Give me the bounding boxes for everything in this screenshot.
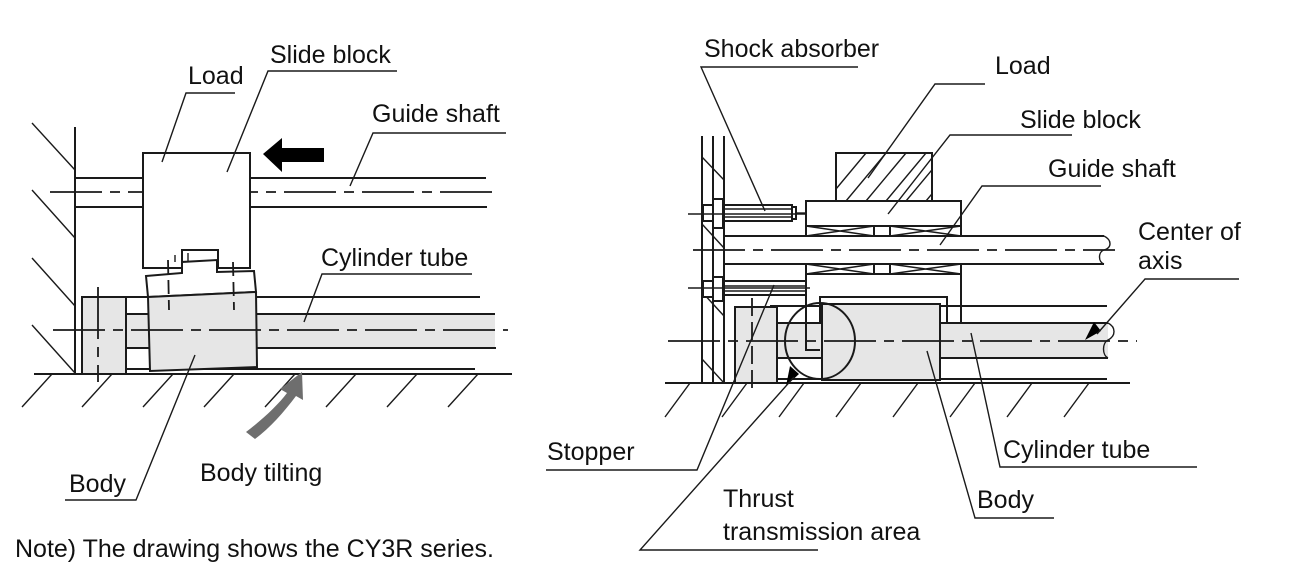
label-load-right: Load	[995, 52, 1051, 80]
note-text: Note) The drawing shows the CY3R series.	[15, 535, 494, 563]
label-center-of-axis-1: Center of	[1138, 218, 1241, 246]
label-center-of-axis-2: axis	[1138, 247, 1182, 275]
stopper-bolt	[688, 276, 810, 302]
label-cylinder-tube: Cylinder tube	[321, 244, 468, 272]
label-stopper: Stopper	[547, 438, 635, 466]
right-figure: Shock absorber Load Slide block Guide sh…	[546, 35, 1241, 551]
label-body: Body	[69, 470, 126, 498]
tilt-arrow-icon	[246, 372, 303, 439]
left-wall	[31, 122, 76, 374]
motion-arrow-icon	[263, 138, 324, 172]
label-body-tilting: Body tilting	[200, 459, 322, 487]
shock-absorber	[688, 198, 806, 229]
left-ground	[21, 373, 512, 408]
label-shock-absorber: Shock absorber	[704, 35, 879, 63]
right-leaders	[546, 66, 1239, 551]
label-thrust-2: transmission area	[723, 518, 920, 546]
label-cylinder-tube-right: Cylinder tube	[1003, 436, 1150, 464]
right-end-cover	[734, 306, 778, 384]
left-figure: Load Slide block Guide shaft Cylinder tu…	[21, 41, 512, 501]
right-bearings	[805, 225, 962, 275]
right-slide-block	[805, 200, 962, 227]
label-thrust-1: Thrust	[723, 485, 794, 513]
right-guide-shaft	[693, 235, 1115, 265]
center-of-axis-arrow-icon	[1085, 322, 1101, 340]
right-load	[835, 152, 933, 202]
label-slide-block: Slide block	[270, 41, 391, 69]
label-guide-shaft: Guide shaft	[372, 100, 500, 128]
left-leaders	[65, 70, 506, 501]
left-end-cover	[81, 296, 127, 375]
label-body-right: Body	[977, 486, 1034, 514]
left-slide-block	[142, 152, 251, 269]
left-tilted-body	[144, 258, 259, 373]
right-body	[821, 303, 941, 381]
label-guide-shaft-right: Guide shaft	[1048, 155, 1176, 183]
label-slide-block-right: Slide block	[1020, 106, 1141, 134]
right-wall	[701, 136, 725, 384]
right-ground	[664, 382, 1130, 418]
thrust-arrow-icon	[786, 366, 799, 386]
label-load: Load	[188, 62, 244, 90]
left-guide-shaft	[50, 177, 493, 208]
